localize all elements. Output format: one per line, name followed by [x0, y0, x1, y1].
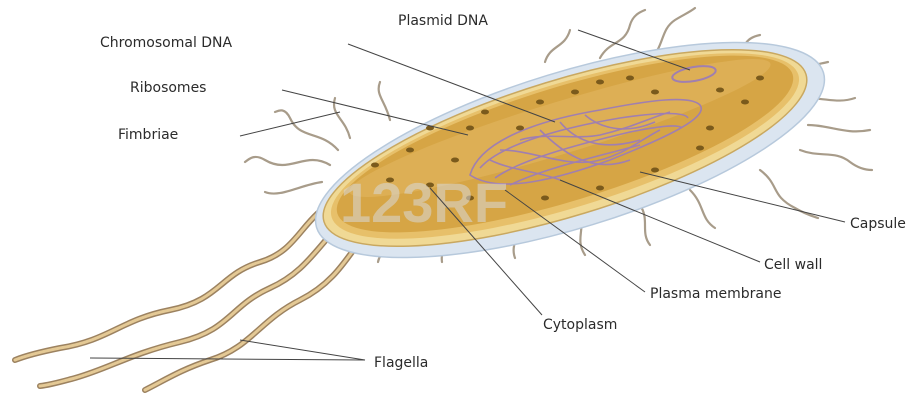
label-cell-wall: Cell wall: [764, 257, 822, 273]
label-flagella: Flagella: [374, 355, 428, 371]
label-fimbriae: Fimbriae: [118, 127, 178, 143]
label-plasma-membrane: Plasma membrane: [650, 286, 781, 302]
label-plasmid-dna: Plasmid DNA: [398, 13, 488, 29]
label-ribosomes: Ribosomes: [130, 80, 206, 96]
label-chromosomal-dna: Chromosomal DNA: [100, 35, 233, 51]
label-capsule: Capsule: [850, 216, 906, 232]
label-cytoplasm: Cytoplasm: [543, 317, 617, 333]
watermark: 123RF: [340, 171, 508, 234]
